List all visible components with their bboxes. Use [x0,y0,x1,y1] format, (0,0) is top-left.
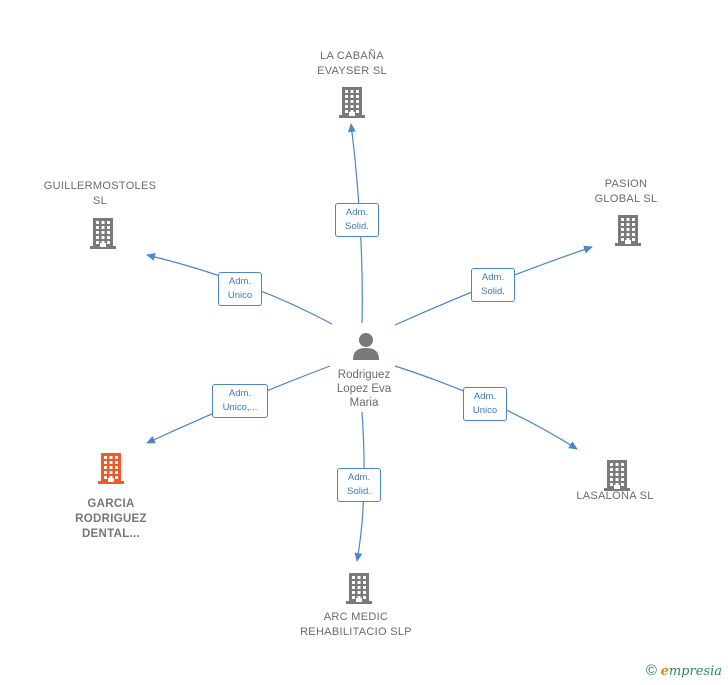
company-name-garcia-rodriguez[interactable]: GARCIA RODRIGUEZ DENTAL... [75,498,147,540]
copyright-icon: © [645,662,657,679]
role-badge-arc-medic: Adm. Solid. [337,468,381,502]
brand-logo[interactable]: empresia [660,664,722,679]
role-badge-lasalona: Adm. Unico [463,387,507,421]
building-icon[interactable] [95,451,127,490]
company-name-arc-medic[interactable]: ARC MEDIC REHABILITACIO SLP [300,611,412,638]
role-badge-la-cabana: Adm. Solid. [335,203,379,237]
person-icon[interactable] [351,331,381,366]
person-name[interactable]: Rodriguez Lopez Eva Maria [336,369,392,409]
building-icon[interactable] [612,213,644,252]
copyright-notice: © empresia [646,662,722,679]
company-name-la-cabana[interactable]: LA CABAÑA EVAYSER SL [317,50,387,77]
company-name-lasalona[interactable]: LASALONA SL [576,490,654,502]
company-name-pasion-global[interactable]: PASION GLOBAL SL [594,178,658,205]
building-icon[interactable] [87,216,119,255]
company-name-guillermostoles[interactable]: GUILLERMOSTOLES SL [43,180,157,207]
role-badge-garcia-rodriguez: Adm. Unico,... [212,384,268,418]
building-icon[interactable] [336,85,368,124]
role-badge-pasion-global: Adm. Solid. [471,268,515,302]
building-icon[interactable] [343,571,375,610]
building-icon[interactable] [601,458,633,497]
role-badge-guillermostoles: Adm. Unico [218,272,262,306]
